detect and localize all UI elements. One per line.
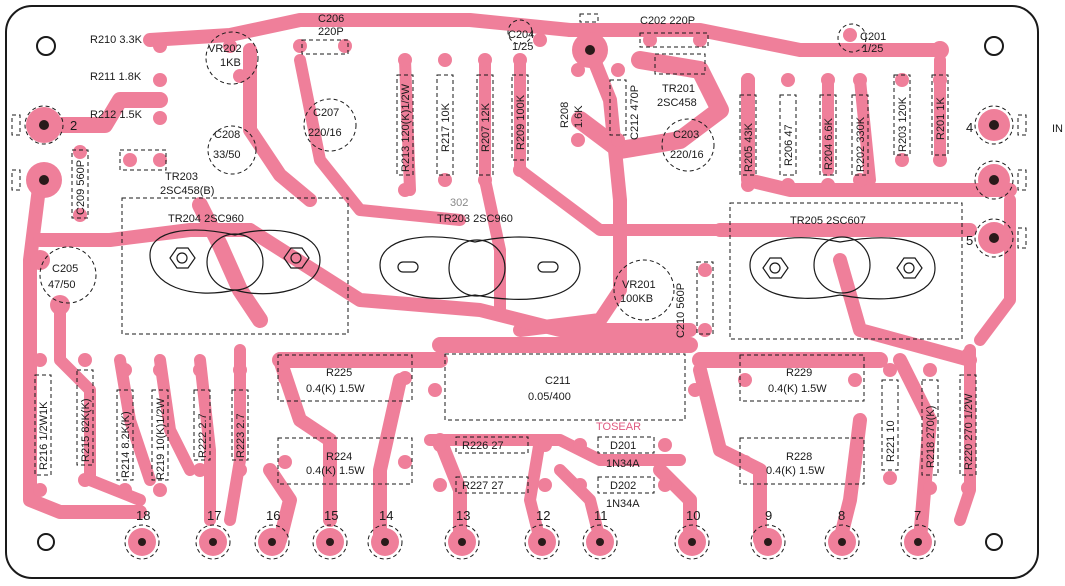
label-r213: R213 120(K)1/2W [400,83,412,172]
terminal-label-13: 13 [456,508,470,523]
label-c201: C201 [860,31,886,43]
label-tr201-type: 2SC458 [657,97,697,109]
label-tr204: TR204 2SC960 [168,213,244,225]
label-r217: R217 10K [440,102,452,152]
label-r229: R229 [786,367,812,379]
label-r219: R219 10(K)1/2W [155,397,167,480]
mounting-holes [36,36,1004,551]
label-r212: R212 1.5K [90,109,143,121]
label-r205: R205 43K [743,122,755,172]
label-c203-val: 220/16 [670,149,704,161]
label-d202-val: 1N34A [606,498,640,510]
label-c202: C202 220P [640,15,695,27]
label-tr203b-type: 2SC458(B) [160,185,214,197]
label-d201: D201 [610,440,636,452]
terminal-label-8: 8 [838,508,845,523]
pads [26,28,1010,556]
component-labels: R210 3.3K R211 1.8K R212 1.5K VR202 1KB … [38,13,1063,510]
label-c211-val: 0.05/400 [528,391,571,403]
silkscreen [11,13,1027,560]
label-r208: R208 [559,102,571,128]
terminal-label-12: 12 [536,508,550,523]
label-c212: C212 470P [629,85,641,140]
label-r206: R206 47 [783,124,795,166]
label-c205-val: 47/50 [48,279,76,291]
label-r208-val: 1.6K [573,105,585,128]
label-c207: C207 [313,107,339,119]
terminal-label-17: 17 [207,508,221,523]
label-r226: R226 27 [462,440,504,452]
label-r228: R228 [786,451,812,463]
label-c203: C203 [673,129,699,141]
terminal-label-9: 9 [765,508,772,523]
label-r207: R207 12K [480,102,492,152]
label-r223: R223 2.7 [235,413,247,458]
label-r228-val: 0.4(K) 1.5W [766,465,825,477]
label-r209: R209 100K [515,94,527,150]
label-c207-val: 220/16 [308,127,342,139]
label-c208: C208 [214,129,240,141]
label-c211: C211 [545,375,570,387]
label-d202: D202 [610,480,636,492]
label-r216: R216 1/2W1K [38,401,50,470]
label-r203: R203 120K [897,96,909,152]
label-c206: C206 [318,13,344,25]
label-r214: R214 8.2K(K) [120,411,132,478]
label-r225-val: 0.4(K) 1.5W [306,383,365,395]
label-c204: C204 [508,29,534,41]
mounting-hole [984,36,1004,56]
stamp-mark: TOSEAR [596,421,641,433]
label-c208-val: 33/50 [213,149,241,161]
label-r218: R218 270(K) [925,406,937,468]
label-c209: C209 560P [75,160,87,215]
label-r210: R210 3.3K [90,34,143,46]
label-r201: R201 1K [935,97,947,140]
edge-label-in: IN [1052,123,1063,135]
terminal-label-10: 10 [686,508,700,523]
label-r215: R215 82K(K) [80,398,92,462]
label-r227: R227 27 [462,480,504,492]
label-c210: C210 560P [675,283,687,338]
label-c201-val: 1/25 [862,43,883,55]
terminal-label-4: 4 [966,120,973,135]
label-tr201: TR201 [662,83,695,95]
copper-traces [23,13,1017,547]
label-vr201: VR201 [622,279,656,291]
label-c206-val: 220P [318,26,344,38]
label-r222: R222 2.7 [197,413,209,458]
terminal-label-14: 14 [379,508,393,523]
label-r211: R211 1.8K [90,71,142,83]
pencil-note: 302 [450,197,468,209]
label-vr202-val: 1KB [220,57,241,69]
label-vr202: VR202 [208,43,242,55]
label-r220: R220 270 1/2W [963,393,975,470]
terminal-label-7: 7 [914,508,921,523]
terminal-label-5: 5 [966,233,973,248]
label-tr203: TR203 2SC960 [437,213,513,225]
label-r229-val: 0.4(K) 1.5W [768,383,827,395]
label-r204: R204 6.6K [823,117,835,170]
terminal-label-2: 2 [70,118,77,133]
label-tr203b: TR203 [165,171,198,183]
terminal-labels: 2 4 5 18 17 16 15 14 13 12 11 10 9 8 7 [70,118,973,523]
terminal-label-15: 15 [324,508,338,523]
mounting-hole [37,533,55,551]
label-tr205: TR205 2SC607 [790,215,866,227]
label-r225: R225 [326,367,352,379]
terminal-label-16: 16 [266,508,280,523]
label-c204-val: 1/25 [512,41,533,53]
label-r224-val: 0.4(K) 1.5W [306,465,365,477]
label-r202: R202 330K [855,116,867,172]
label-c205: C205 [52,263,78,275]
label-d201-val: 1N34A [606,458,640,470]
terminal-label-11: 11 [594,508,608,523]
label-r221: R221 10 [885,420,897,462]
terminal-pads [39,45,999,556]
label-vr201-val: 100KB [620,293,653,305]
terminal-label-18: 18 [136,508,150,523]
mounting-hole [36,36,56,56]
mounting-hole [985,533,1003,551]
label-r224: R224 [326,451,352,463]
